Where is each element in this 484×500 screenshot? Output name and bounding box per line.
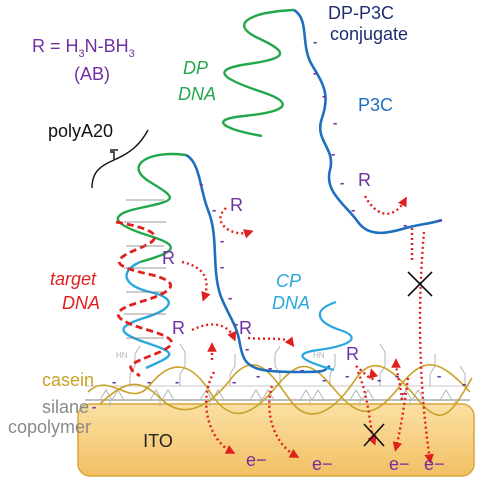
charge-mark: -	[234, 316, 238, 331]
charge-mark: -	[351, 202, 355, 217]
dp-dna-label-2: DNA	[178, 84, 216, 104]
charge-mark: -	[220, 259, 224, 274]
arrow-r-top-right	[363, 195, 407, 215]
charge-mark: -	[403, 217, 407, 232]
p3c-chain-top	[293, 8, 443, 235]
charge-mark: -	[220, 233, 224, 248]
hn-label-left: HN	[116, 351, 128, 360]
charge-mark: -	[462, 376, 466, 391]
arrow-far-right-up	[391, 358, 404, 401]
conjugate-label-1: DP-P3C	[328, 3, 394, 23]
charge-mark: -	[402, 385, 406, 400]
casein-layer	[87, 363, 473, 416]
block-cross-right	[407, 271, 433, 297]
cp-dna-helix	[301, 300, 353, 372]
charge-mark: -	[313, 65, 317, 80]
charge-mark: -	[377, 372, 381, 387]
p3c-chain-lower	[185, 153, 331, 374]
casein-label: casein	[42, 370, 94, 390]
r-label-lower-right: R	[346, 344, 359, 364]
charge-mark: -	[322, 88, 326, 103]
cp-dna-label-1: CP	[276, 271, 301, 291]
cp-dna-label-2: DNA	[272, 293, 310, 313]
arrow-long-right	[418, 231, 434, 464]
charge-mark: -	[147, 374, 151, 389]
charge-mark: -	[395, 368, 399, 383]
charge-mark: -	[232, 374, 236, 389]
charge-mark: -	[333, 115, 337, 130]
silane-label-2: copolymer	[8, 417, 91, 437]
target-dna-label-2: DNA	[62, 293, 100, 313]
charge-mark: -	[245, 341, 249, 356]
arrow-electron-1	[205, 371, 236, 454]
target-dna-label-1: target	[50, 269, 97, 289]
charge-mark: -	[92, 399, 96, 414]
duplex-green-strand	[116, 152, 187, 264]
electron-3: e−	[389, 454, 410, 474]
polya-label: polyA20	[48, 121, 113, 141]
charge-mark: -	[313, 34, 317, 49]
arrow-electron-4	[392, 377, 410, 452]
charge-mark: -	[112, 374, 116, 389]
electron-4: e−	[424, 454, 445, 474]
silane-copolymer-layer	[85, 343, 470, 406]
dp-dna-label-1: DP	[183, 58, 208, 78]
charge-mark: -	[322, 372, 326, 387]
duplex-rungs	[124, 199, 166, 339]
r-definition: R = H3N-BH3	[32, 36, 135, 60]
charge-mark: -	[228, 290, 232, 305]
r-label-top-right: R	[358, 170, 371, 190]
target-dna-strand	[115, 220, 173, 378]
arrow-r-middle	[181, 260, 211, 302]
ab-label: (AB)	[74, 64, 110, 84]
silane-label-1: silane	[42, 397, 89, 417]
charge-mark: -	[199, 176, 203, 191]
polya-bracket	[91, 129, 149, 189]
surface-charges: - - - - - - - - - - - - -	[92, 368, 466, 414]
arrow-electron-2	[268, 385, 300, 458]
duplex-cyan-strand	[122, 260, 171, 370]
charge-mark: -	[331, 146, 335, 161]
r-label-upper: R	[230, 195, 243, 215]
charge-mark: -	[212, 202, 216, 217]
charge-mark: -	[175, 374, 179, 389]
p3c-label: P3C	[358, 95, 393, 115]
ito-label: ITO	[143, 431, 173, 451]
charge-mark: -	[300, 362, 304, 377]
block-cross-lower	[363, 423, 385, 447]
dp-dna-helix	[221, 8, 295, 138]
charge-mark: -	[437, 368, 441, 383]
charge-mark: -	[256, 368, 260, 383]
r-label-lower-mid: R	[239, 318, 252, 338]
electron-2: e−	[312, 454, 333, 474]
conjugate-label-2: conjugate	[330, 24, 408, 44]
charge-mark: -	[340, 175, 344, 190]
charge-mark: -	[268, 360, 272, 375]
electron-1: e−	[246, 450, 267, 470]
charge-mark: -	[345, 368, 349, 383]
r-label-middle: R	[162, 248, 175, 268]
arrow-r-lower-right	[355, 365, 379, 381]
arrow-r-lower-left	[191, 323, 237, 342]
ito-electrode	[77, 403, 475, 477]
hn-label-right: HN	[313, 351, 325, 360]
arrow-r-lower-mid	[247, 336, 295, 348]
r-label-lower-left: R	[172, 318, 185, 338]
charge-mark: -	[438, 212, 442, 227]
arrow-r-upper	[219, 207, 254, 239]
